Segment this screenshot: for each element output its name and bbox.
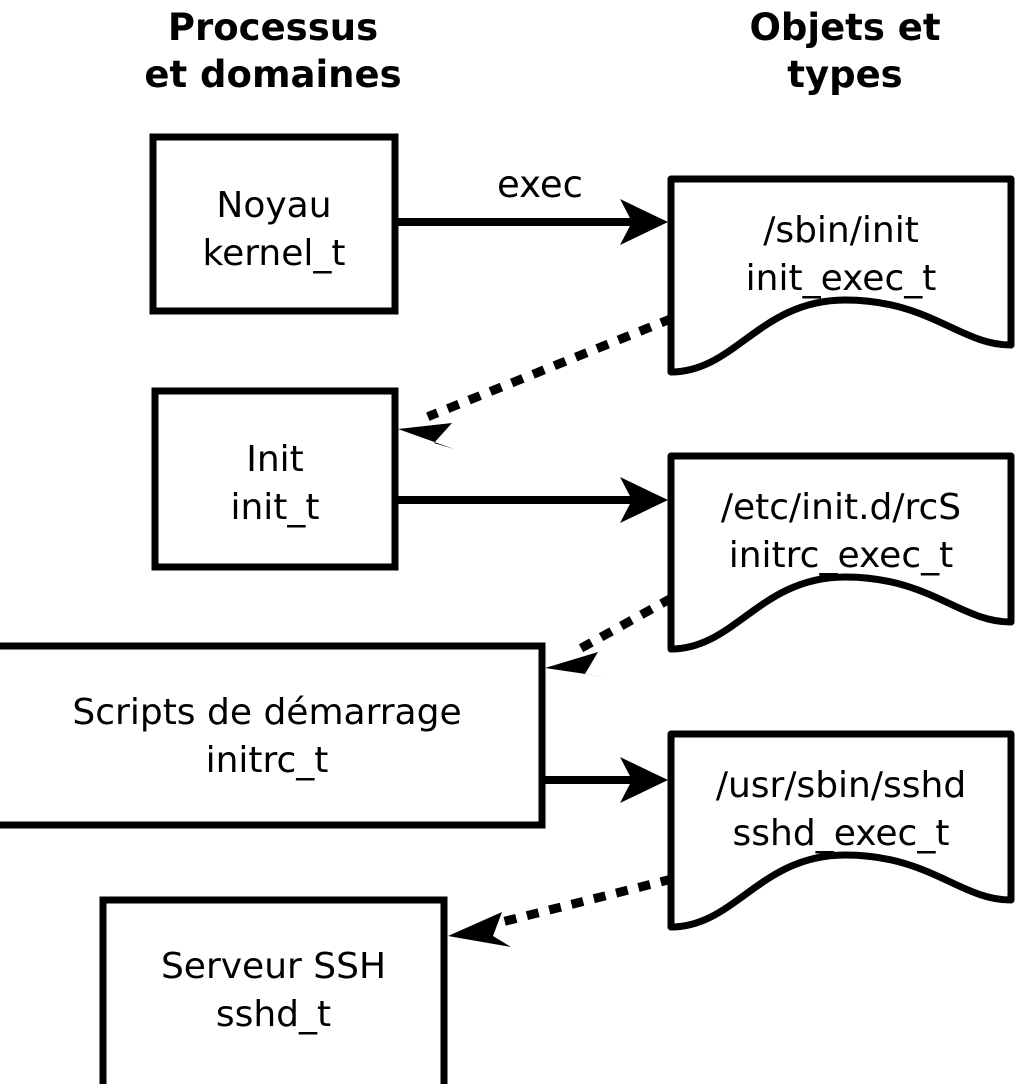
- process-box-init[interactable]: [151, 387, 399, 571]
- edge-label-exec: exec: [497, 163, 583, 206]
- object-doc-sshd-exec[interactable]: [667, 730, 1015, 931]
- process-box-initrc[interactable]: [0, 642, 546, 829]
- arrow-init-exec-to-init: [398, 314, 674, 449]
- object-doc-initrc-exec[interactable]: [667, 452, 1015, 653]
- arrow-init-to-initrc-exec: [395, 477, 668, 523]
- arrow-initrc-exec-to-initrc: [545, 593, 675, 677]
- arrow-kernel-to-init-exec: [395, 199, 668, 245]
- column-header-processes: Processus et domaines: [144, 6, 402, 97]
- process-box-sshd[interactable]: [99, 896, 448, 1084]
- object-doc-init-exec[interactable]: [667, 175, 1015, 376]
- arrow-sshd-exec-to-sshd: [448, 874, 674, 947]
- column-header-objects: Objets et types: [749, 6, 941, 97]
- process-box-kernel[interactable]: [149, 133, 399, 315]
- arrow-initrc-to-sshd-exec: [542, 757, 668, 803]
